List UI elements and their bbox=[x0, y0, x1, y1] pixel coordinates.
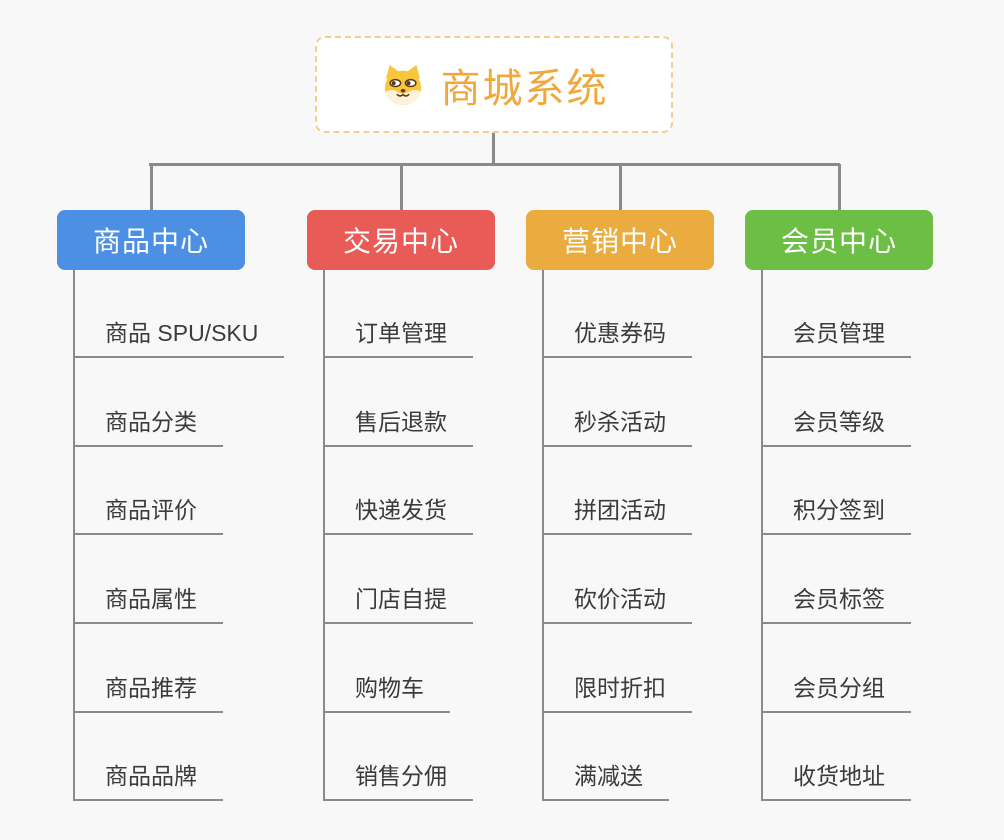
leaf-node[interactable]: 限时折扣 bbox=[544, 673, 692, 713]
leaf-node[interactable]: 秒杀活动 bbox=[544, 407, 692, 447]
leaf-node[interactable]: 购物车 bbox=[325, 673, 450, 713]
branch-trunk: 优惠券码秒杀活动拼团活动砍价活动限时折扣满减送 bbox=[542, 270, 774, 801]
leaf-node[interactable]: 商品属性 bbox=[75, 584, 223, 624]
leaf-node[interactable]: 砍价活动 bbox=[544, 584, 692, 624]
branch-header-3[interactable]: 营销中心 bbox=[526, 210, 714, 270]
leaf-node[interactable]: 快递发货 bbox=[325, 495, 473, 535]
root-node[interactable]: 商城系统 bbox=[315, 36, 673, 133]
root-title: 商城系统 bbox=[440, 66, 609, 111]
branch-header-1[interactable]: 商品中心 bbox=[57, 210, 245, 270]
dog-face-icon bbox=[380, 64, 426, 106]
leaf-node[interactable]: 售后退款 bbox=[325, 407, 473, 447]
connector-drop bbox=[618, 164, 622, 210]
leaf-node[interactable]: 满减送 bbox=[544, 761, 669, 801]
leaf-node[interactable]: 商品推荐 bbox=[75, 673, 223, 713]
branch-trunk: 会员管理会员等级积分签到会员标签会员分组收货地址 bbox=[761, 270, 993, 801]
branch-label: 会员中心 bbox=[780, 226, 897, 257]
leaf-node[interactable]: 拼团活动 bbox=[544, 495, 692, 535]
branch-label: 交易中心 bbox=[342, 226, 459, 257]
connector-drop bbox=[399, 164, 403, 210]
branch-header-4[interactable]: 会员中心 bbox=[745, 210, 933, 270]
leaf-node[interactable]: 销售分佣 bbox=[325, 761, 473, 801]
leaf-node[interactable]: 会员管理 bbox=[763, 318, 911, 358]
leaf-node[interactable]: 订单管理 bbox=[325, 318, 473, 358]
branch-label: 营销中心 bbox=[561, 226, 678, 257]
leaf-node[interactable]: 会员分组 bbox=[763, 673, 911, 713]
leaf-node[interactable]: 商品评价 bbox=[75, 495, 223, 535]
branch-trunk: 商品 SPU/SKU 商品分类商品评价商品属性商品推荐商品品牌 bbox=[73, 270, 305, 801]
leaf-node[interactable]: 门店自提 bbox=[325, 584, 473, 624]
branch-trunk: 订单管理售后退款快递发货门店自提购物车销售分佣 bbox=[323, 270, 555, 801]
leaf-node[interactable]: 会员等级 bbox=[763, 407, 911, 447]
branch-header-2[interactable]: 交易中心 bbox=[307, 210, 495, 270]
connector-drop bbox=[149, 164, 153, 210]
leaf-node[interactable]: 积分签到 bbox=[763, 495, 911, 535]
leaf-node[interactable]: 商品分类 bbox=[75, 407, 223, 447]
connector-bus bbox=[149, 163, 840, 166]
connector-root-stem bbox=[492, 133, 495, 164]
branch-label: 商品中心 bbox=[92, 226, 209, 257]
connector-drop bbox=[837, 164, 841, 210]
leaf-node[interactable]: 商品品牌 bbox=[75, 761, 223, 801]
leaf-node[interactable]: 会员标签 bbox=[763, 584, 911, 624]
leaf-node[interactable]: 商品 SPU/SKU bbox=[75, 318, 285, 358]
leaf-node[interactable]: 优惠券码 bbox=[544, 318, 692, 358]
leaf-node[interactable]: 收货地址 bbox=[763, 761, 911, 801]
